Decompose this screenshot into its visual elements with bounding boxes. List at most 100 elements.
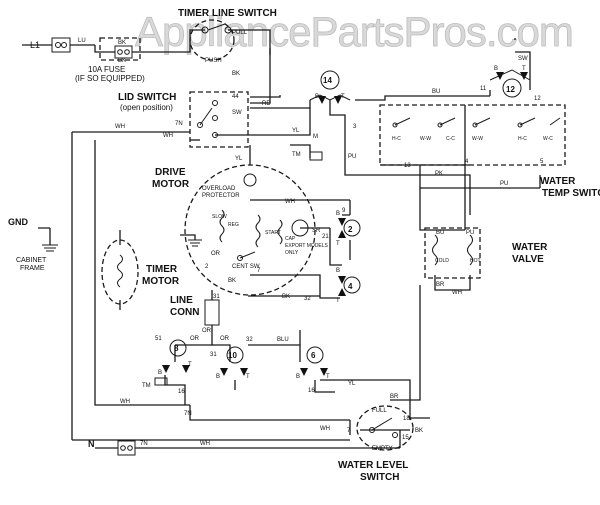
label-bk-2: BK <box>118 58 126 64</box>
label-bk-3: BK <box>232 71 240 77</box>
label-cold: COLD <box>435 258 449 264</box>
label-3: 3 <box>353 124 357 130</box>
label-b-4: B <box>336 268 340 274</box>
label-timer-line-switch: TIMER LINE SWITCH <box>178 8 277 19</box>
label-cc: C-C <box>446 136 455 142</box>
label-yl-1: YL <box>292 128 300 134</box>
label-pk: PK <box>435 171 443 177</box>
label-wh-2: WH <box>163 133 173 139</box>
label-wh-7: WH <box>200 441 210 447</box>
label-2-term: 2 <box>205 264 209 270</box>
water-valve <box>424 227 481 279</box>
label-18: 18 <box>403 416 410 422</box>
label-cabinet: CABINET <box>16 257 47 264</box>
label-push: PUSH <box>205 58 222 64</box>
label-switch: SWITCH <box>360 472 399 483</box>
label-drive: DRIVE <box>155 167 186 178</box>
label-6: 6 <box>311 351 316 360</box>
label-bu-2: BU <box>436 230 444 236</box>
drive-motor <box>184 164 316 296</box>
label-sw-1: SW <box>232 110 242 116</box>
fuse-icon <box>99 37 141 61</box>
label-10a-fuse: 10A FUSE <box>88 65 125 74</box>
label-b-12: B <box>494 66 498 72</box>
label-bk-1: BK <box>118 40 126 46</box>
label-reg: REG <box>228 222 239 228</box>
label-rd: RD <box>262 101 271 107</box>
label-if-equipped: (IF SO EQUIPPED) <box>75 74 145 83</box>
label-yl-2: YL <box>235 156 243 162</box>
label-or-2: OR <box>202 328 212 334</box>
label-wh-6: WH <box>320 426 330 432</box>
label-12: 12 <box>506 85 515 94</box>
label-bk-5: BK <box>282 294 290 300</box>
watermark: AppliancePartsPros.com <box>135 8 573 55</box>
label-start: START <box>265 230 281 236</box>
label-or-3: OR <box>190 336 200 342</box>
label-water: WATER <box>512 242 548 253</box>
label-31-2: 31 <box>210 352 217 358</box>
label-protector: PROTECTOR <box>202 193 240 199</box>
label-models: EXPORT MODELS <box>285 243 329 249</box>
label-10: 10 <box>228 351 237 360</box>
label-br-1: BR <box>436 282 445 288</box>
label-11: 11 <box>480 86 487 92</box>
water-level-switch <box>356 405 414 451</box>
label-pu-1: PU <box>348 154 356 160</box>
label-line: LINE <box>170 295 193 306</box>
label-wh-1: WH <box>115 124 125 130</box>
label-8: 8 <box>174 344 179 353</box>
label-32-1: 32 <box>304 296 311 302</box>
label-cent-sw: CENT SW <box>232 264 260 270</box>
label-bk-4: BK <box>228 278 236 284</box>
label-bu-1: BU <box>432 89 440 95</box>
label-2: 2 <box>348 225 353 234</box>
label-water-level: WATER LEVEL <box>338 460 408 471</box>
label-pu-3: PU <box>466 230 474 236</box>
label-timer: TIMER <box>146 264 178 275</box>
label-t-10: T <box>246 374 250 380</box>
label-b-10: B <box>216 374 220 380</box>
switch-14 <box>309 70 351 104</box>
timer-line-switch <box>189 19 235 61</box>
label-gnd: GND <box>8 217 29 227</box>
label-9: 9 <box>342 208 346 214</box>
label-pu-2: PU <box>500 181 508 187</box>
label-empty: EMPTY <box>372 446 393 452</box>
label-hc-2: H-C <box>518 136 527 142</box>
label-full: FULL <box>372 408 387 414</box>
label-4-circle: 4 <box>348 282 353 291</box>
label-or-1: OR <box>211 251 221 257</box>
switch-6 <box>300 346 328 376</box>
tag-boxes <box>154 151 323 386</box>
label-yl-3: YL <box>348 381 356 387</box>
capacitor <box>291 219 309 237</box>
label-motor: MOTOR <box>152 179 190 190</box>
switch-4 <box>338 276 361 296</box>
label-or-4: OR <box>220 336 230 342</box>
label-m: M <box>313 134 318 140</box>
label-wh-5: WH <box>120 399 130 405</box>
label-b-6: B <box>296 374 300 380</box>
label-7n-3: 7N <box>140 441 148 447</box>
label-conn: CONN <box>170 307 199 318</box>
label-7n-2: 7N <box>184 411 192 417</box>
switch-2 <box>338 218 361 238</box>
switch-10 <box>220 346 248 376</box>
label-7: 7 <box>257 268 261 274</box>
label-4: 4 <box>465 159 469 165</box>
label-hot: HOT <box>470 258 481 264</box>
label-water-temp-switch: TEMP SWITCH <box>542 188 600 199</box>
label-bk-6: BK <box>415 428 423 434</box>
label-timer-motor: MOTOR <box>142 276 180 287</box>
label-32-2: 32 <box>246 337 253 343</box>
label-t-2: T <box>336 241 340 247</box>
label-sw-2: SW <box>518 56 528 62</box>
wires <box>22 29 541 449</box>
label-16-1: 16 <box>178 389 185 395</box>
label-31-1: 31 <box>213 294 220 300</box>
label-t-4: T <box>336 298 340 304</box>
label-wh-3: WH <box>452 290 462 296</box>
label-wh-4: WH <box>285 199 295 205</box>
